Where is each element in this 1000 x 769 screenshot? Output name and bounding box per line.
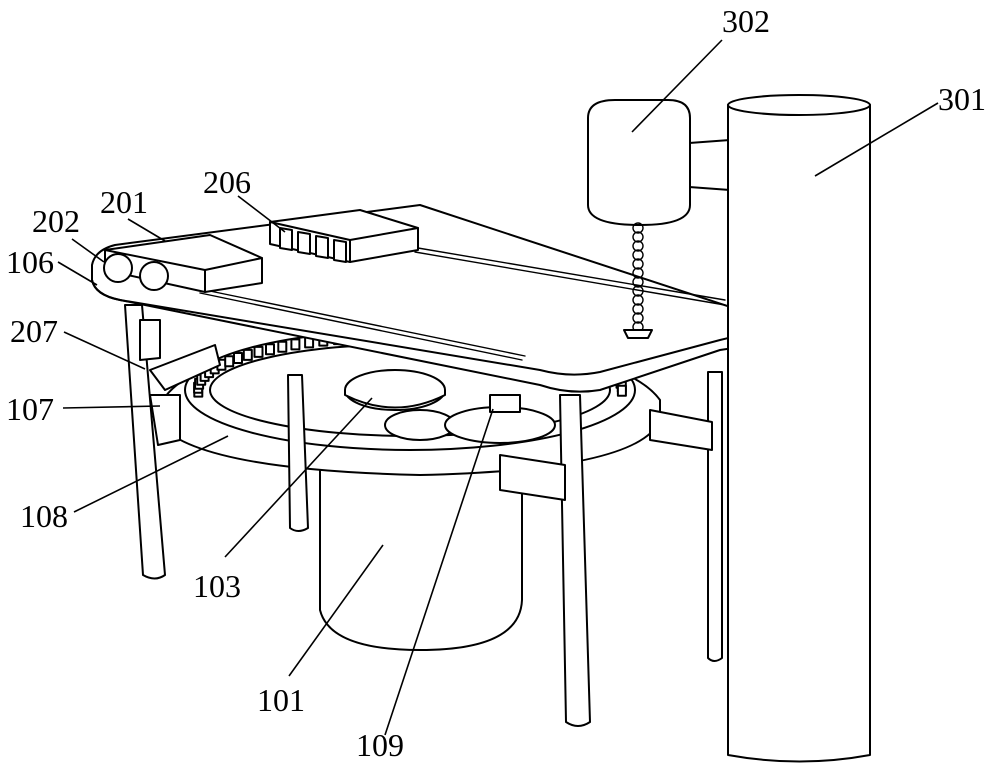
label-202: 202 (32, 203, 80, 239)
label-207: 207 (10, 313, 58, 349)
ring-tooth (266, 344, 274, 354)
ring-tooth (244, 350, 252, 360)
label-101: 101 (257, 682, 305, 718)
ring-tooth (618, 386, 626, 396)
label-107: 107 (6, 391, 54, 427)
label-206: 206 (203, 164, 251, 200)
label-302: 302 (722, 3, 770, 39)
label-201: 201 (100, 184, 148, 220)
column-301 (728, 95, 870, 762)
label-109: 109 (356, 727, 404, 763)
ring-tooth (234, 353, 242, 363)
ring-tooth (291, 339, 299, 349)
label-103: 103 (193, 568, 241, 604)
label-301: 301 (938, 81, 986, 117)
bucket-101 (320, 470, 522, 650)
ring-tooth (255, 347, 263, 357)
label-108: 108 (20, 498, 68, 534)
ring-tooth (225, 356, 233, 366)
label-106: 106 (6, 244, 54, 280)
ring-tooth (278, 342, 286, 352)
